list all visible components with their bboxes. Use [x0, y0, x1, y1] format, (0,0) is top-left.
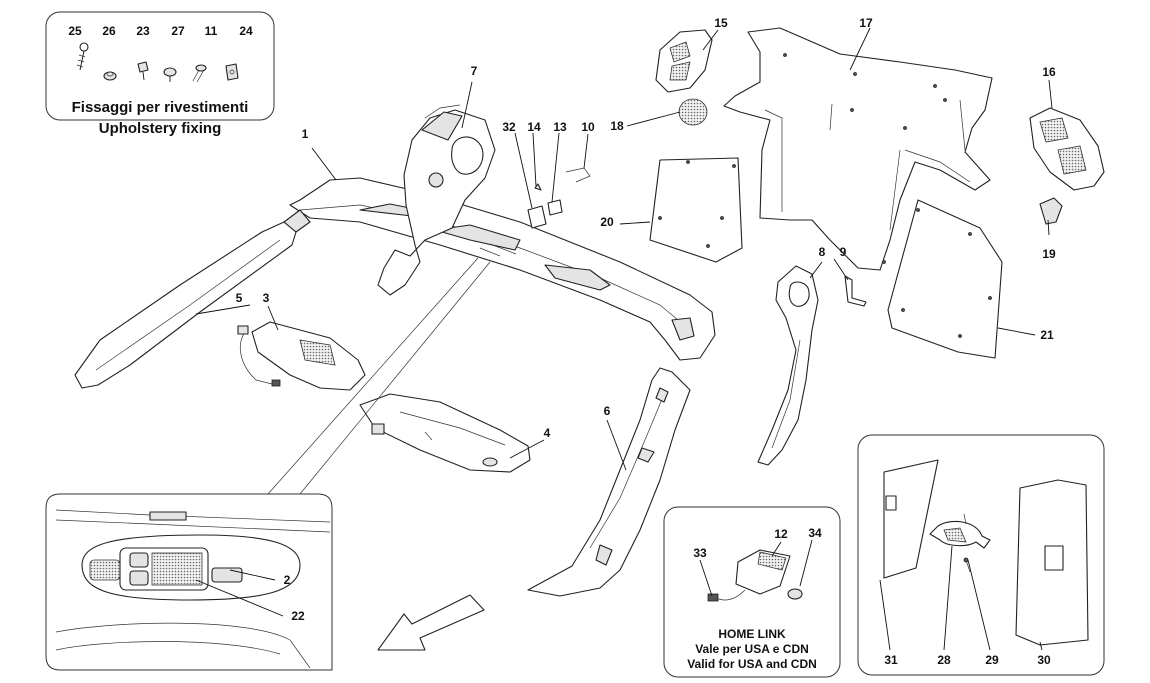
panel-20-part	[649, 157, 743, 263]
speaker-cover-16-part	[1029, 107, 1105, 191]
callout-4: 4	[544, 426, 551, 440]
home-link-line-en: Valid for USA and CDN	[687, 657, 817, 671]
bracket-9-part	[844, 275, 867, 307]
callout-2: 2	[284, 573, 291, 587]
callout-6: 6	[604, 404, 611, 418]
callout-19: 19	[1042, 247, 1056, 261]
fixing-rivet-27-icon	[163, 67, 177, 82]
home-link-line-it: Vale per USA e CDN	[695, 642, 809, 656]
fixings-title-en: Upholstery fixing	[99, 120, 222, 137]
callout-3: 3	[263, 291, 270, 305]
c-pillar-trim-part	[757, 265, 819, 466]
fixing-clip-23-icon	[137, 61, 149, 81]
detail-inset-trim-panels	[857, 434, 1105, 676]
sun-visor-left-part	[237, 321, 366, 391]
callout-30: 30	[1037, 653, 1051, 667]
callout-5: 5	[236, 291, 243, 305]
fixing-code-label: 11	[205, 24, 218, 38]
fixings-panel: 25 26 23 27 11 24 Fissaggi per rivestime…	[45, 11, 275, 137]
fixing-code-label: 23	[136, 24, 150, 38]
home-link-panel: HOME LINK Vale per USA e CDN Valid for U…	[663, 506, 841, 678]
fixing-code-label: 25	[68, 24, 82, 38]
speaker-cover-15-part	[655, 29, 713, 93]
callout-9: 9	[840, 245, 847, 259]
callout-leaders	[195, 27, 1053, 651]
callout-13: 13	[553, 120, 567, 134]
clip-19-part	[1039, 197, 1063, 225]
callout-14: 14	[527, 120, 541, 134]
front-direction-arrow-icon	[377, 594, 485, 651]
fixing-screw-11-icon	[192, 64, 207, 83]
inset-connector-lines	[267, 257, 491, 495]
callout-28: 28	[937, 653, 951, 667]
callout-15: 15	[714, 16, 728, 30]
home-link-callouts: 12 33 34	[693, 526, 822, 560]
callout-33: 33	[693, 546, 707, 560]
fixing-code-label: 24	[239, 24, 253, 38]
a-pillar-trim-part	[74, 209, 311, 389]
callout-22: 22	[291, 609, 305, 623]
fixing-code-label: 27	[171, 24, 185, 38]
fixing-clip-24-icon	[225, 63, 239, 81]
rear-wall-trim-part	[723, 27, 993, 271]
callout-1: 1	[302, 127, 309, 141]
callout-20: 20	[600, 215, 614, 229]
callout-12: 12	[774, 527, 788, 541]
b-pillar-trim-part	[527, 367, 691, 597]
small-clip-parts	[527, 167, 591, 229]
fixing-nut-26-icon	[103, 71, 117, 81]
callout-18: 18	[610, 119, 624, 133]
sun-visor-right-part	[359, 393, 531, 473]
callout-17: 17	[859, 16, 873, 30]
grille-18-part	[678, 98, 708, 126]
panel-21-part	[887, 199, 1003, 359]
callout-8: 8	[819, 245, 826, 259]
callout-7: 7	[471, 64, 478, 78]
callout-32: 32	[502, 120, 516, 134]
callout-labels: 1 2 3 4 5 6 7 8 9 10 13 14 15 16 17 18 1…	[236, 16, 1056, 667]
fixing-code-label: 26	[102, 24, 116, 38]
home-link-title: HOME LINK	[718, 627, 786, 641]
fixing-screw-25-icon	[76, 42, 89, 71]
callout-31: 31	[884, 653, 898, 667]
fixings-title-it: Fissaggi per rivestimenti	[72, 99, 249, 116]
callout-10: 10	[581, 120, 595, 134]
callout-34: 34	[808, 526, 822, 540]
callout-16: 16	[1042, 65, 1056, 79]
roof-headliner-part	[289, 177, 716, 361]
rear-pillar-trim-part	[377, 104, 496, 296]
callout-29: 29	[985, 653, 999, 667]
detail-inset-courtesy-light	[45, 493, 333, 671]
callout-21: 21	[1040, 328, 1054, 342]
